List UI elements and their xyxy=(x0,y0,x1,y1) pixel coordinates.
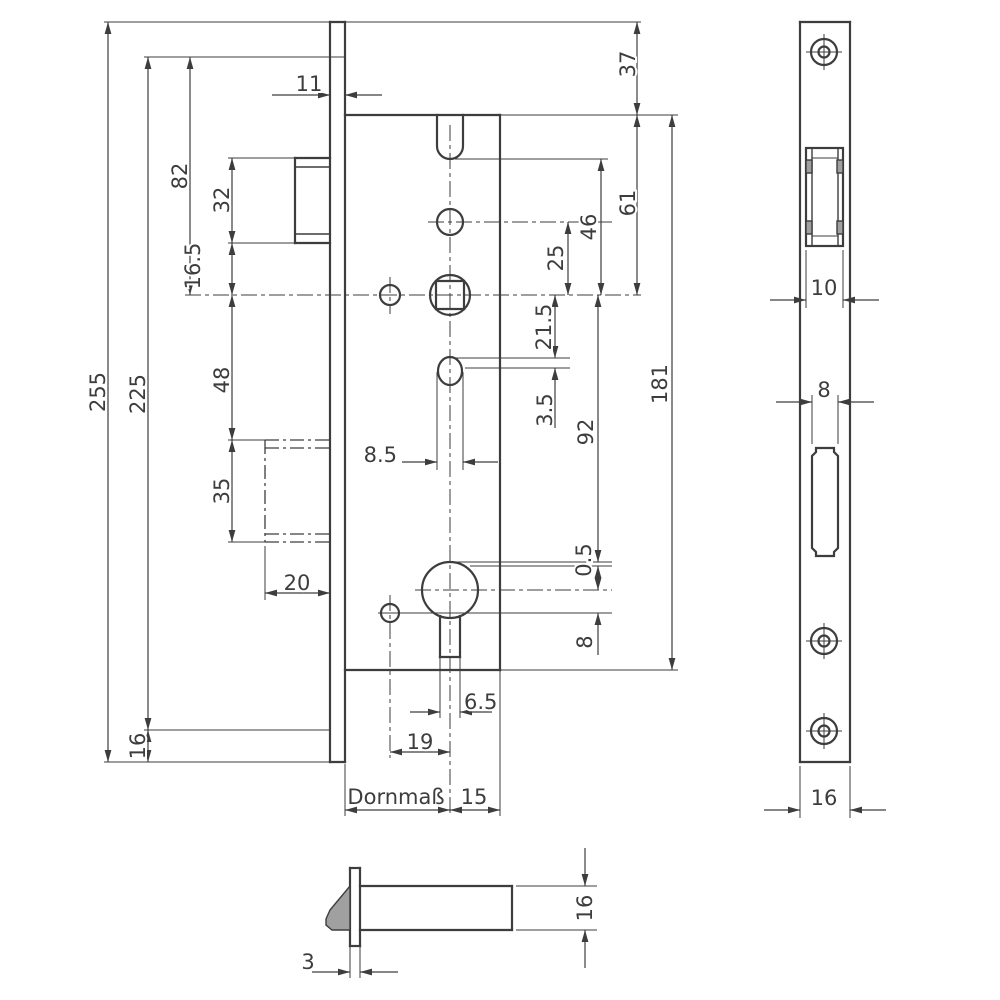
latch-opening xyxy=(804,146,845,248)
screw-hole-top xyxy=(806,34,842,70)
cylinder-hole xyxy=(420,560,480,659)
slotted-hole xyxy=(436,355,464,387)
dim-label-181: 181 xyxy=(648,364,672,404)
centerlines xyxy=(185,125,641,815)
dim-label-16-left: 16 xyxy=(126,733,150,760)
main-view: 255 225 82 32 16.5 48 35 20 16 11 37 61 … xyxy=(84,20,678,816)
dimension-labels: 255 225 82 32 16.5 48 35 20 16 11 37 61 … xyxy=(84,49,674,811)
dim-label-25: 25 xyxy=(544,245,568,272)
dimension-lines xyxy=(104,22,676,814)
fixing-hole-bottom xyxy=(379,602,401,624)
dim-label-37: 37 xyxy=(616,51,640,78)
latch-guide-tab xyxy=(805,220,813,235)
dim-label-15: 15 xyxy=(461,785,488,809)
top-notch xyxy=(435,113,465,161)
case-holes xyxy=(378,207,480,659)
latch-section-dimensions: 16 3 xyxy=(299,848,599,978)
dim-label-11: 11 xyxy=(296,72,323,96)
dim-label-92: 92 xyxy=(574,419,598,446)
dim-label-32: 32 xyxy=(210,187,234,214)
latch-section-body xyxy=(358,884,514,932)
latch-guide-tab xyxy=(836,220,844,235)
dim-label-16-latch: 16 xyxy=(573,895,597,922)
lock-case-outline xyxy=(343,113,502,672)
dim-label-255: 255 xyxy=(86,372,110,412)
faceplate-dimensions: 10 8 16 xyxy=(764,250,886,818)
dim-label-8-mid: 8 xyxy=(573,635,597,648)
fixing-hole-top xyxy=(378,283,402,307)
latch-section-plate xyxy=(348,866,362,948)
latch-bevel-tip xyxy=(325,884,351,931)
dim-label-dornmass: Dornmaß xyxy=(347,785,444,809)
faceplate-plate-outline xyxy=(798,20,852,764)
latch-guide-tab xyxy=(836,159,844,174)
screw-hole-middle xyxy=(806,623,842,659)
deadbolt-slot xyxy=(810,446,840,558)
dim-label-35: 35 xyxy=(210,478,234,505)
latch-bolt-section-view: 16 3 xyxy=(299,848,599,978)
dim-label-6-5: 6.5 xyxy=(464,690,497,714)
dim-label-16-plate: 16 xyxy=(811,786,838,810)
extension-lines xyxy=(104,21,678,816)
spindle-hole-circle xyxy=(428,273,472,317)
dim-label-21-5: 21.5 xyxy=(532,304,556,351)
dim-label-8-plate: 8 xyxy=(817,378,830,402)
dim-label-10: 10 xyxy=(811,276,838,300)
follower-hole xyxy=(435,207,465,237)
dim-label-20: 20 xyxy=(284,571,311,595)
spindle-square-hole xyxy=(434,279,466,311)
dim-label-19: 19 xyxy=(407,730,434,754)
dim-label-3-5: 3.5 xyxy=(533,393,557,426)
screw-hole-bottom xyxy=(806,713,842,749)
dim-label-48: 48 xyxy=(210,367,234,394)
latch-bolt-front xyxy=(293,156,332,245)
dim-label-8-5: 8.5 xyxy=(364,443,397,467)
dim-label-225: 225 xyxy=(126,374,150,414)
dim-label-82: 82 xyxy=(168,163,192,190)
latch-guide-tab xyxy=(805,159,813,174)
dim-label-16-5: 16.5 xyxy=(181,243,205,290)
dim-label-46: 46 xyxy=(577,214,601,241)
dim-label-3: 3 xyxy=(301,950,314,974)
faceplate-outline xyxy=(328,20,347,764)
dim-label-61: 61 xyxy=(616,190,640,217)
deadbolt-hidden-outline xyxy=(264,439,330,543)
dim-label-0-5: 0.5 xyxy=(572,543,596,576)
faceplate-front-view: 10 8 16 xyxy=(764,20,886,818)
